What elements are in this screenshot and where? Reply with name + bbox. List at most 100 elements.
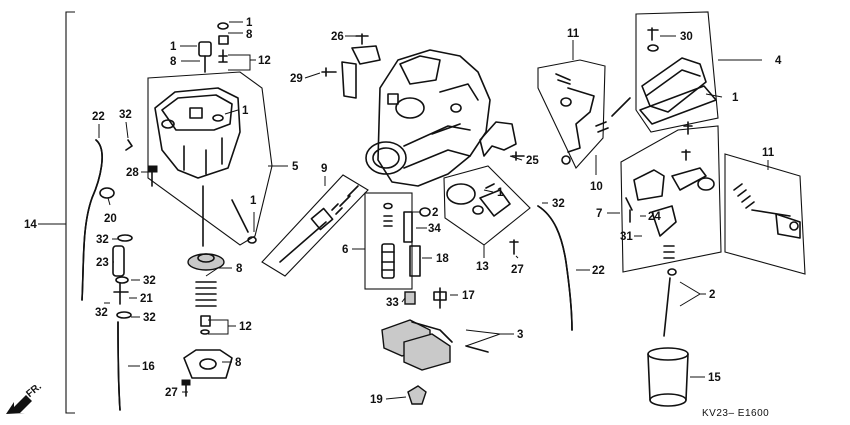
callout-label: 24 — [648, 211, 661, 223]
callout-label: 21 — [140, 293, 153, 305]
callout-label: 31 — [620, 231, 633, 243]
callout-label: 33 — [386, 297, 399, 309]
callout-label: 26 — [331, 31, 344, 43]
callout-label: 8 — [236, 263, 243, 275]
screw-28 — [147, 165, 158, 173]
washer-20 — [99, 187, 115, 199]
screw-2a — [419, 207, 431, 217]
callout-label: 1 — [246, 17, 253, 29]
spring-8 — [195, 281, 217, 307]
callout-label: 6 — [342, 244, 348, 256]
bracket-14 — [65, 11, 75, 414]
jet-34 — [403, 211, 413, 243]
jets-6 — [381, 202, 395, 279]
callout-label: 1 — [170, 41, 177, 53]
box-jets — [364, 192, 413, 290]
callout-label: 32 — [143, 312, 156, 324]
callout-label: 32 — [95, 307, 108, 319]
callout-label: 1 — [732, 92, 739, 104]
carburetor-body — [365, 49, 491, 187]
valve-19 — [407, 385, 427, 405]
front-arrow-icon — [6, 395, 32, 414]
callout-label: 22 — [92, 111, 105, 123]
clip-32d — [125, 139, 133, 151]
box-choke — [620, 125, 722, 273]
callout-label: 3 — [517, 329, 523, 341]
callout-label: 11 — [762, 147, 775, 159]
callout-label: 1 — [497, 187, 504, 199]
bracket-plate — [341, 61, 357, 99]
cover-8 — [183, 349, 233, 379]
callout-label: 27 — [511, 264, 524, 276]
callout-label: 27 — [165, 387, 178, 399]
box-jet-needle — [261, 174, 369, 277]
callout-label: 13 — [476, 261, 489, 273]
callout-label: 8 — [170, 56, 177, 68]
leader-lines — [98, 21, 769, 400]
callout-label: 30 — [680, 31, 693, 43]
callout-label: 25 — [526, 155, 539, 167]
jet-18 — [409, 245, 421, 277]
piston-15 — [647, 347, 689, 407]
screw-29 — [321, 67, 337, 77]
jet-needle-9 — [279, 221, 327, 263]
front-direction-indicator: FR. — [6, 381, 44, 414]
jet-33 — [404, 291, 416, 305]
starter-valve-11 — [733, 183, 801, 239]
clip-32b — [116, 311, 132, 319]
needle-2 — [663, 277, 671, 337]
callout-label: 4 — [775, 55, 782, 67]
box-pump — [443, 165, 531, 246]
callout-label: 29 — [290, 73, 303, 85]
callout-label: 14 — [24, 219, 37, 231]
callout-label: 32 — [552, 198, 565, 210]
bracket-26 — [351, 33, 381, 65]
callout-label: 10 — [590, 181, 603, 193]
box-throttle-link — [537, 59, 606, 169]
clip-32a — [117, 234, 133, 242]
callout-label: 11 — [567, 28, 580, 40]
callout-label: 12 — [258, 55, 271, 67]
callout-label: 1 — [242, 105, 249, 117]
callout-label: 34 — [428, 223, 441, 235]
callout-label: 20 — [104, 213, 117, 225]
cable-bracket — [479, 121, 517, 157]
choke-lever-7 — [625, 149, 715, 259]
callout-label: 32 — [119, 109, 132, 121]
callout-label: 5 — [292, 161, 299, 173]
callout-label: 8 — [235, 357, 242, 369]
callout-label: 7 — [596, 208, 602, 220]
throttle-link — [555, 73, 631, 165]
joint-21 — [113, 282, 129, 305]
callout-label: 16 — [142, 361, 155, 373]
callout-labels: 1 8 1 8 12 26 29 11 30 4 1 22 32 1 5 28 … — [24, 17, 782, 406]
callout-label: 12 — [239, 321, 252, 333]
box-top-cover — [635, 11, 719, 133]
callout-label: 2 — [432, 207, 438, 219]
callout-label: 32 — [96, 234, 109, 246]
float-chamber — [154, 87, 241, 179]
callout-label: 2 — [709, 289, 715, 301]
callout-label: 23 — [96, 257, 109, 269]
callout-label: 18 — [436, 253, 449, 265]
box-starter-valve — [724, 153, 806, 275]
callout-label: 28 — [126, 167, 139, 179]
spring-9 — [331, 185, 359, 215]
callout-label: 22 — [592, 265, 605, 277]
screws-top — [198, 22, 229, 73]
valve-17 — [433, 287, 447, 309]
callout-label: 9 — [321, 163, 327, 175]
hose-22-left — [81, 139, 103, 301]
callout-label: 32 — [143, 275, 156, 287]
callout-label: 8 — [246, 29, 253, 41]
callout-label: 19 — [370, 394, 383, 406]
callout-label: 15 — [708, 372, 721, 384]
clip-32c — [115, 276, 129, 284]
callout-label: 17 — [462, 290, 475, 302]
pump-cover-13 — [446, 183, 511, 217]
top-cover-4 — [639, 27, 717, 135]
callout-label: 1 — [250, 195, 257, 207]
tube-23 — [112, 245, 125, 277]
parts — [81, 22, 801, 411]
